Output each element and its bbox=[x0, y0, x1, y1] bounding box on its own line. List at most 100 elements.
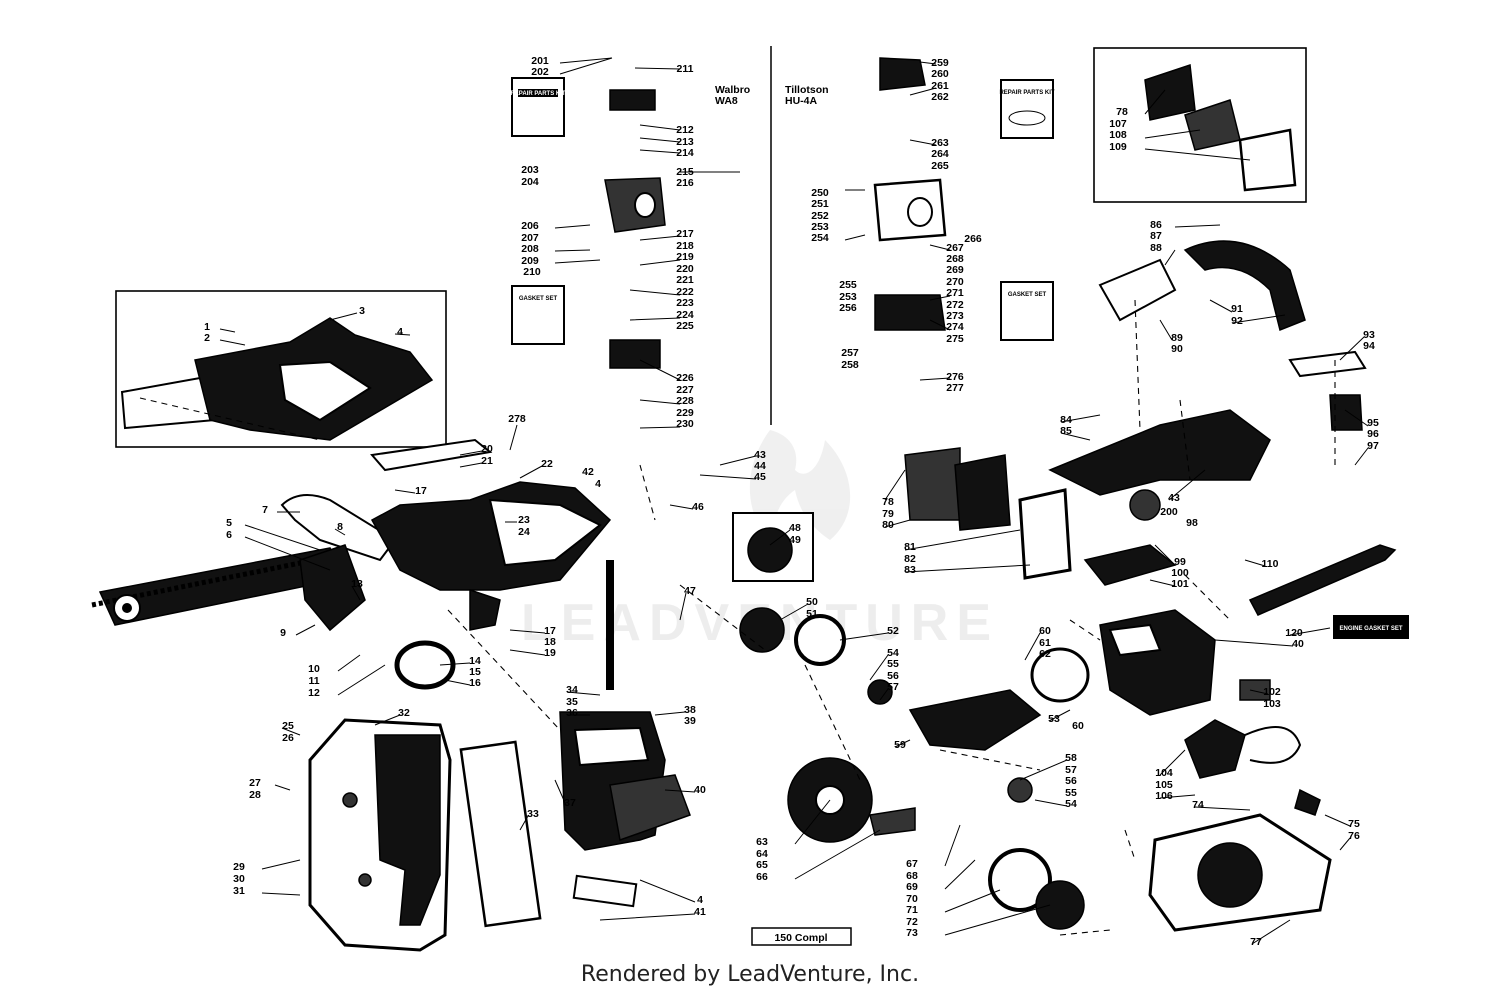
part-number-label: 226 bbox=[676, 372, 694, 384]
part-number-label: 38 bbox=[684, 704, 696, 716]
cover-gasket-part bbox=[459, 740, 542, 928]
part-number-label: 95 bbox=[1367, 417, 1379, 429]
part-number-label: 43 bbox=[754, 449, 766, 461]
part-number-label: 250 bbox=[811, 187, 829, 199]
part-number-label: 217 bbox=[676, 228, 694, 240]
part-number-label: 10 bbox=[308, 663, 320, 675]
part-number-label: 206 bbox=[521, 220, 539, 232]
part-number-label: 25 bbox=[282, 720, 294, 732]
exploded-parts-diagram: LEADVENTURE Walbro WA8 Tillotson HU-4A R… bbox=[91, 46, 1409, 952]
part-number-label: 57 bbox=[887, 681, 899, 693]
part-number-label: 267 bbox=[946, 242, 964, 254]
part-number-label: 12 bbox=[308, 687, 320, 699]
part-number-label: 277 bbox=[946, 382, 964, 394]
part-number-label: 68 bbox=[906, 870, 918, 882]
part-number-label: 224 bbox=[676, 309, 694, 321]
walbro-gasket-set-packet: GASKET SET bbox=[511, 285, 565, 345]
part-number-label: 50 bbox=[806, 596, 818, 608]
part-number-label: 47 bbox=[684, 585, 696, 597]
part-number-label: 72 bbox=[906, 916, 918, 928]
part-number-label: 268 bbox=[946, 253, 964, 265]
top-handle-part bbox=[1098, 240, 1306, 332]
part-number-label: 89 bbox=[1171, 332, 1183, 344]
main-housing-part bbox=[280, 438, 612, 632]
part-number-label: 26 bbox=[282, 732, 294, 744]
part-number-label: 258 bbox=[841, 359, 859, 371]
part-number-label: 8 bbox=[337, 521, 343, 533]
part-number-label: 209 bbox=[521, 255, 539, 267]
walbro-carburetor-body bbox=[604, 89, 666, 369]
part-number-label: 230 bbox=[676, 418, 694, 430]
part-number-label: 57 bbox=[1065, 764, 1077, 776]
tillotson-repair-kit-label: REPAIR PARTS KIT bbox=[999, 90, 1054, 96]
part-number-label: 56 bbox=[887, 670, 899, 682]
crankshaft-part bbox=[908, 647, 1090, 803]
part-number-label: 37 bbox=[564, 797, 576, 809]
part-number-label: 200 bbox=[1160, 506, 1178, 518]
part-number-label: 20 bbox=[481, 443, 493, 455]
part-number-label: 266 bbox=[964, 233, 982, 245]
part-number-label: 274 bbox=[946, 321, 964, 333]
part-number-label: 213 bbox=[676, 136, 694, 148]
part-number-label: 22 bbox=[541, 458, 553, 470]
part-number-label: 275 bbox=[946, 333, 964, 345]
part-number-label: 203 bbox=[521, 164, 539, 176]
air-filter-part bbox=[904, 447, 1072, 580]
part-number-label: 276 bbox=[946, 371, 964, 383]
part-number-label: 54 bbox=[887, 647, 899, 659]
part-number-label: 64 bbox=[756, 848, 768, 860]
engine-gasket-set-packet: ENGINE GASKET SET bbox=[1333, 615, 1409, 639]
part-number-label: 228 bbox=[676, 395, 694, 407]
tillotson-gasket-set-label: GASKET SET bbox=[1008, 292, 1047, 298]
part-number-label: 212 bbox=[676, 124, 694, 136]
part-number-label: 36 bbox=[566, 707, 578, 719]
part-number-label: 34 bbox=[566, 684, 578, 696]
part-number-label: 48 bbox=[789, 522, 801, 534]
part-number-label: 252 bbox=[811, 210, 829, 222]
part-number-label: 98 bbox=[1186, 517, 1198, 529]
part-number-label: 33 bbox=[527, 808, 539, 820]
part-number-label: 17 bbox=[544, 625, 556, 637]
part-number-label: 265 bbox=[931, 160, 949, 172]
part-number-label: 73 bbox=[906, 927, 918, 939]
part-number-label: 40 bbox=[1292, 638, 1304, 650]
part-number-label: 93 bbox=[1363, 329, 1375, 341]
part-number-label: 85 bbox=[1060, 425, 1072, 437]
part-number-label: 211 bbox=[677, 63, 694, 75]
engine-shroud-part bbox=[1048, 350, 1367, 496]
part-number-label: 75 bbox=[1348, 818, 1360, 830]
footer-credit: Rendered by LeadVenture, Inc. bbox=[580, 962, 920, 987]
part-number-label: 14 bbox=[469, 655, 481, 667]
part-number-label: 223 bbox=[676, 297, 694, 309]
part-number-label: 84 bbox=[1060, 414, 1072, 426]
part-number-label: 225 bbox=[676, 320, 694, 332]
engine-gasket-set-label: ENGINE GASKET SET bbox=[1339, 626, 1402, 632]
part-number-label: 273 bbox=[946, 310, 964, 322]
part-number-label: 11 bbox=[308, 675, 319, 687]
part-number-label: 35 bbox=[566, 696, 578, 708]
part-number-label: 207 bbox=[521, 232, 539, 244]
tillotson-repair-kit-packet: REPAIR PARTS KIT bbox=[999, 79, 1055, 139]
bar-cover-inset-part bbox=[120, 317, 434, 441]
carb-walbro-brand: Walbro bbox=[715, 84, 750, 96]
carb-tillotson-brand: Tillotson bbox=[785, 84, 829, 96]
part-number-label: 261 bbox=[931, 80, 949, 92]
part-number-label: 255 bbox=[839, 279, 857, 291]
part-number-label: 108 bbox=[1109, 129, 1127, 141]
part-number-label: 208 bbox=[521, 243, 539, 255]
part-number-label: 107 bbox=[1109, 118, 1127, 130]
part-number-label: 31 bbox=[233, 885, 245, 897]
part-number-label: 74 bbox=[1192, 799, 1204, 811]
part-number-label: 6 bbox=[226, 529, 232, 541]
part-number-label: 256 bbox=[839, 302, 857, 314]
part-number-label: 202 bbox=[531, 66, 549, 78]
part-number-label: 55 bbox=[1065, 787, 1077, 799]
clutch-drum-part bbox=[732, 512, 893, 705]
part-number-label: 263 bbox=[931, 137, 949, 149]
part-number-label: 63 bbox=[756, 836, 768, 848]
part-number-label: 53 bbox=[1048, 713, 1060, 725]
part-number-label: 254 bbox=[811, 232, 829, 244]
part-number-label: 13 bbox=[351, 578, 363, 590]
part-number-label: 55 bbox=[887, 658, 899, 670]
side-cover-part bbox=[308, 718, 452, 952]
